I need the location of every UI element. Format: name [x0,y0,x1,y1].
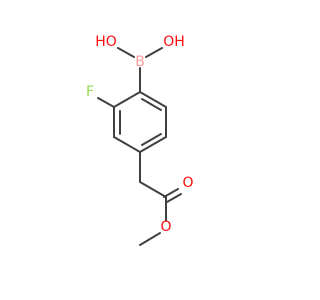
atom-fluorine-label: F [86,84,94,100]
bond-ring-inner-bottom [141,133,162,146]
bonds [97,47,182,246]
bond-c2-f [97,97,115,108]
atom-hydroxyl-right-label: OH [163,34,185,50]
atom-boron-label: B [135,54,145,70]
bond-ester-o-methyl [139,232,161,246]
bond-carbonyl-o-b [166,193,182,203]
atom-hydroxyl-left-label: HO [95,34,117,50]
bond-ch2-carbonyl [139,181,167,198]
bond-ring-c6-c1 [139,91,167,108]
bond-ring-inner-top [141,98,162,111]
bond-ring-c1-c2 [113,91,141,108]
bond-b-o-left [117,47,135,58]
atom-ester-oxygen-label: O [160,219,171,235]
atom-labels: B HO OH F O O [86,34,194,235]
bond-b-o-right [145,47,163,58]
bond-carbonyl-o-a [163,188,179,198]
molecule-structure: B HO OH F O O [86,34,194,246]
bond-ring-c3-c4 [113,136,141,153]
atom-carbonyl-oxygen-label: O [182,175,193,191]
bond-ring-c4-c5 [139,136,167,153]
